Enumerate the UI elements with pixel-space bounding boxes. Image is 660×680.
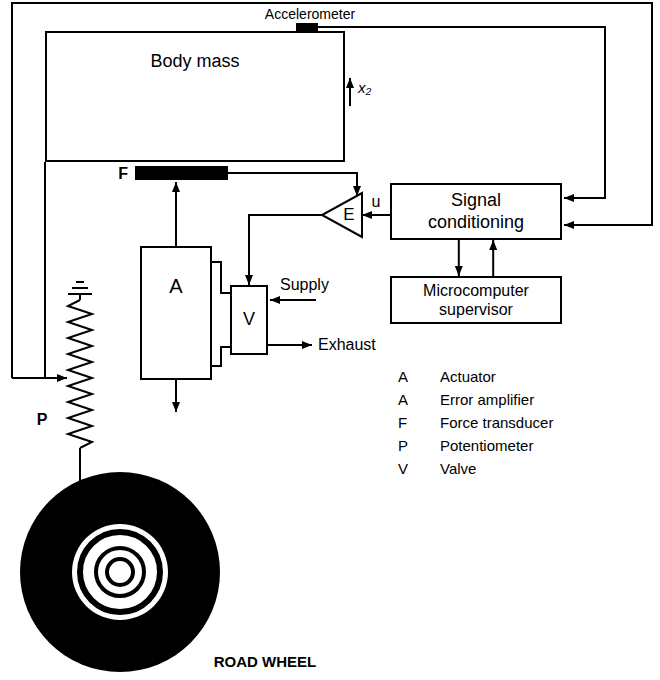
legend-letter: F	[398, 414, 407, 431]
title-label: ROAD WHEEL	[214, 653, 317, 670]
legend-text: Potentiometer	[440, 437, 533, 454]
signal-connector	[249, 215, 322, 285]
body-link-line	[44, 162, 46, 378]
legend-letter: P	[398, 437, 408, 454]
legend-text: Actuator	[440, 368, 496, 385]
actuator-force-arrow	[175, 182, 177, 246]
tyre	[20, 472, 220, 672]
signal-connector	[458, 240, 460, 276]
force-transducer-bar	[135, 166, 228, 180]
body-mass-box: Body mass	[45, 31, 345, 162]
signal-connector	[212, 347, 230, 366]
ground-symbol	[79, 294, 81, 300]
legend-letter: V	[398, 460, 408, 477]
wheel-axle	[107, 559, 133, 585]
ground-symbol	[76, 281, 84, 283]
accelerometer-wire	[318, 27, 605, 198]
legend-letter: A	[398, 391, 408, 408]
triangle-outline	[322, 193, 362, 237]
signal-connector	[212, 262, 230, 293]
node-text: E	[343, 205, 354, 225]
actuator-force-arrow	[175, 380, 177, 412]
microcomputer-box: Microcomputer supervisor	[390, 276, 562, 324]
error-amplifier-triangle: E	[322, 193, 362, 237]
variable-label: x₂	[358, 79, 371, 96]
legend-text: Error amplifier	[440, 391, 534, 408]
valve-box: V	[230, 285, 268, 355]
part-letter: F	[118, 165, 128, 183]
node-text: V	[243, 309, 255, 331]
node-text: Microcomputer supervisor	[402, 281, 550, 319]
signal-connector	[492, 240, 494, 276]
supply-arrow	[270, 299, 316, 301]
legend-text: Valve	[440, 460, 476, 477]
road-wheel	[20, 472, 220, 672]
wheel-ring	[80, 532, 160, 612]
signal-connector	[362, 214, 390, 216]
legend-text: Force transducer	[440, 414, 553, 431]
potentiometer-wire	[12, 3, 652, 378]
component-label: Accelerometer	[265, 6, 355, 22]
signal-name: u	[370, 193, 383, 211]
ground-symbol	[72, 287, 88, 289]
signal-conditioning-box: Signal conditioning	[390, 183, 562, 240]
accelerometer-block	[296, 23, 318, 31]
node-text: Body mass	[150, 51, 239, 73]
potentiometer-symbol	[68, 300, 92, 448]
displacement-arrow	[349, 78, 351, 106]
actuator-box: A	[140, 246, 212, 380]
triangle-shape	[322, 193, 362, 237]
port-label: Supply	[280, 276, 329, 294]
force-signal-wire	[228, 173, 357, 196]
port-label: Exhaust	[318, 336, 376, 354]
part-letter: P	[37, 411, 48, 429]
potentiometer-wiper	[12, 377, 67, 379]
wheel-rim	[72, 524, 168, 620]
legend-letter: A	[398, 368, 408, 385]
node-text: A	[169, 274, 182, 298]
potentiometer-link	[79, 448, 81, 482]
node-text: Signal conditioning	[408, 190, 544, 233]
wheel-hub	[96, 548, 144, 596]
exhaust-arrow	[268, 344, 312, 346]
